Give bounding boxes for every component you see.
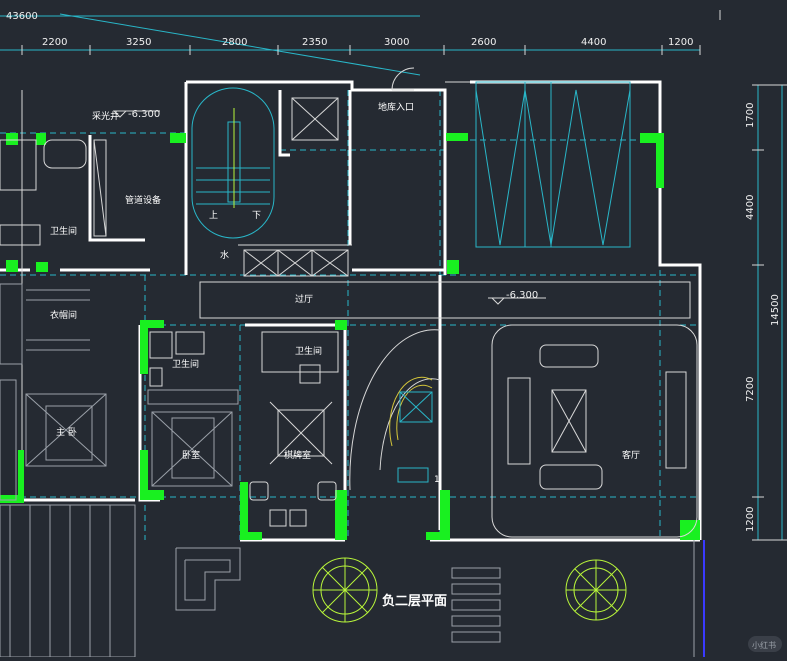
drawing-title: 负二层平面 xyxy=(382,593,447,609)
tree-right xyxy=(565,559,627,621)
dim-right-4: 1200 xyxy=(745,507,756,532)
room-living: 客厅 xyxy=(622,449,640,461)
lightwell-label: 采光井 xyxy=(92,110,119,122)
room-equipment: 管道设备 xyxy=(125,194,161,206)
overall-width-label: 43600 xyxy=(6,11,38,22)
dim-right-1: 1700 xyxy=(745,103,756,128)
room-tea: 棋牌室 xyxy=(284,449,311,461)
room-labels: 地库入口 管道设备 卫生间 衣帽间 主 卧 过厅 卫生间 卧室 卫生间 棋牌室 … xyxy=(50,101,640,461)
walls xyxy=(0,80,702,542)
room-hall: 过厅 xyxy=(295,293,313,305)
dim-top-1: 2200 xyxy=(42,37,67,48)
dim-top-7: 4400 xyxy=(581,37,606,48)
overall-height-label: 14500 xyxy=(770,294,781,326)
dim-top-8: 1200 xyxy=(668,37,693,48)
watermark-text: 小红书 xyxy=(752,640,776,650)
dim-top-6: 2600 xyxy=(471,37,496,48)
level-markers: 采光井 -6.300 -6.300 xyxy=(92,109,546,305)
dim-right-2: 4400 xyxy=(745,195,756,220)
exterior-landscape xyxy=(0,504,705,658)
room-bathroom-left: 卫生间 xyxy=(50,225,77,237)
dim-top-4: 2350 xyxy=(302,37,327,48)
hall-level: -6.300 xyxy=(506,290,538,301)
spiral-stair: 1 xyxy=(349,329,441,491)
room-master-bedroom: 主 卧 xyxy=(56,426,77,438)
stair-down-label: 下 xyxy=(252,211,261,221)
water-label: 水 xyxy=(220,249,229,261)
tree-left xyxy=(312,557,378,623)
basement-entrance-door xyxy=(391,67,415,91)
watermark: 小红书 xyxy=(748,636,782,652)
living-room-furniture xyxy=(491,324,698,538)
dim-top-2: 3250 xyxy=(126,37,151,48)
garage-ramp xyxy=(475,81,631,248)
top-dimension-chain: 2200 3250 2800 2350 3000 2600 4400 1200 xyxy=(0,37,701,55)
hall-frame xyxy=(199,281,691,319)
stair-core: 上 下 水 xyxy=(191,87,349,277)
overall-dimension: 43600 xyxy=(0,10,721,76)
room-bathroom-right: 卫生间 xyxy=(295,345,322,357)
lightwell-level: -6.300 xyxy=(128,109,160,120)
room-basement-entrance: 地库入口 xyxy=(378,101,414,113)
room-bathroom-mid: 卫生间 xyxy=(172,358,199,370)
left-wing-fixtures xyxy=(0,139,107,501)
dim-top-3: 2800 xyxy=(222,37,247,48)
dim-top-5: 3000 xyxy=(384,37,409,48)
middle-rooms-fixtures xyxy=(147,331,339,527)
room-closet: 衣帽间 xyxy=(50,309,77,321)
structural-columns xyxy=(0,133,700,540)
stair-mark: 1 xyxy=(434,475,440,485)
right-dimension-chain: 1700 4400 7200 1200 14500 xyxy=(745,84,787,541)
stair-up-label: 上 xyxy=(209,210,218,221)
room-bedroom: 卧室 xyxy=(182,449,200,461)
dim-right-3: 7200 xyxy=(745,377,756,402)
